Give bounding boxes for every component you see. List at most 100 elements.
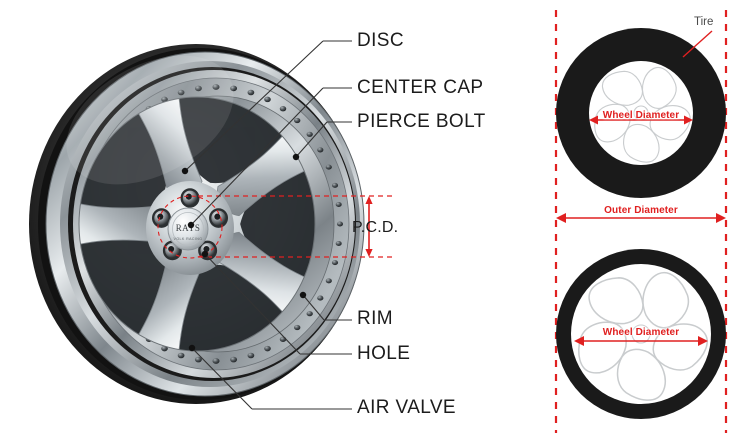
rivet [247,352,255,359]
rivet [161,96,168,103]
callout-leader-disc [184,40,324,172]
lug-bolt-socket [214,213,221,220]
rivet [279,336,287,342]
svg-text:RAYS: RAYS [176,223,200,233]
rivet [161,345,168,352]
rivet [264,96,271,103]
alloy-wheel-illustration: RAYS VOLK RACING [29,44,365,404]
rivet [306,131,313,137]
wheel-diameter-label-top: Wheel Diameter [602,110,680,121]
lug-bolt [165,243,180,258]
rivet [145,106,153,112]
tire-wheel-spoke [649,105,691,141]
rivet [194,85,202,92]
tire-wheel-spoke [623,123,660,163]
callout-leader-hole [204,253,301,355]
lug-bolt-socket [157,213,164,220]
rivet [317,147,324,153]
wheel-diameter-label-bottom: Wheel Diameter [602,327,680,338]
callout-label-disc: DISC [357,30,404,51]
wheel-window [173,97,294,184]
lug-bolt-socket [203,245,210,253]
lug-bolt-seat [209,208,229,228]
rivet [100,278,107,284]
rivet [108,147,115,153]
callout-dot-pierce-bolt [292,153,300,161]
wheel-spoke [131,252,203,351]
callout-leader-pierce-bolt [295,121,328,158]
rivet [294,324,301,331]
callout-label-air-valve: AIR VALVE [357,397,456,418]
rivet [88,221,96,227]
svg-text:VOLK RACING: VOLK RACING [174,237,203,241]
wheel-spoke [79,199,167,249]
lug-bolt-socket [185,193,192,200]
callout-dot-air-valve [188,344,196,352]
rivet [325,278,332,284]
rivet [212,358,220,364]
rivet [108,295,115,301]
rivet [90,241,97,246]
rivet [119,131,126,137]
lug-bolt-seat [180,188,200,208]
lug-bolts [151,188,229,261]
rim-rivets [88,84,344,364]
rivet [100,164,107,170]
rivet [119,311,126,317]
wheel-spoke [217,124,315,217]
callout-leader-center-cap [190,87,324,226]
pcd-label: P.C.D. [352,219,399,236]
wheel-window [173,264,294,351]
callout-dot-disc [181,167,189,175]
tire-wheel-spoke [642,271,690,329]
lug-bolt [182,190,198,206]
rivet [279,106,287,112]
lug-bolt [211,210,226,226]
callout-dot-rim [299,291,307,299]
rivet [335,202,342,207]
callout-label-pierce-bolt: PIERCE BOLT [357,111,486,132]
rivet [145,336,153,342]
rivet [306,311,313,317]
callout-label-center-cap: CENTER CAP [357,77,484,98]
callout-dot-center-cap [187,221,195,229]
lug-bolt [200,243,215,258]
lug-bolt-seat [151,208,171,228]
callout-leader-lines [181,40,352,410]
lug-bolt-seat [162,240,182,261]
callout-label-hole: HOLE [357,343,411,364]
callout-label-rim: RIM [357,308,394,329]
callout-dot-hole [201,250,209,258]
rivet [212,84,220,90]
lug-bolt [154,210,169,226]
tire-wheel-spoke [641,66,677,109]
tire-wheel-spoke [616,348,666,401]
rivet [93,182,101,188]
lug-bolt-seat [198,240,218,261]
tire-diagrams [554,10,728,433]
wheel-spoke [217,231,315,324]
tire-label: Tire [694,16,714,28]
tire-wheel-spoke [652,323,708,371]
rivet [93,260,101,266]
rivet [131,117,138,124]
rivet [331,260,339,266]
rivet [177,89,185,96]
rivet [294,117,301,124]
wheel-window [240,162,315,286]
rivet [131,324,138,331]
rivet [230,85,238,92]
tire-wheel-spoke [601,70,644,106]
lug-bolt-socket [168,245,175,253]
wheel-face [79,97,315,351]
rivet [177,352,185,359]
tire-wheel-spoke [588,277,644,325]
rivet [336,221,344,227]
rivet [264,345,271,352]
rivet [331,182,339,188]
wheel-window [79,231,168,346]
outer-diameter-label: Outer Diameter [604,205,678,216]
wheel-window [79,102,168,217]
callout-leader-air-valve [191,347,253,410]
